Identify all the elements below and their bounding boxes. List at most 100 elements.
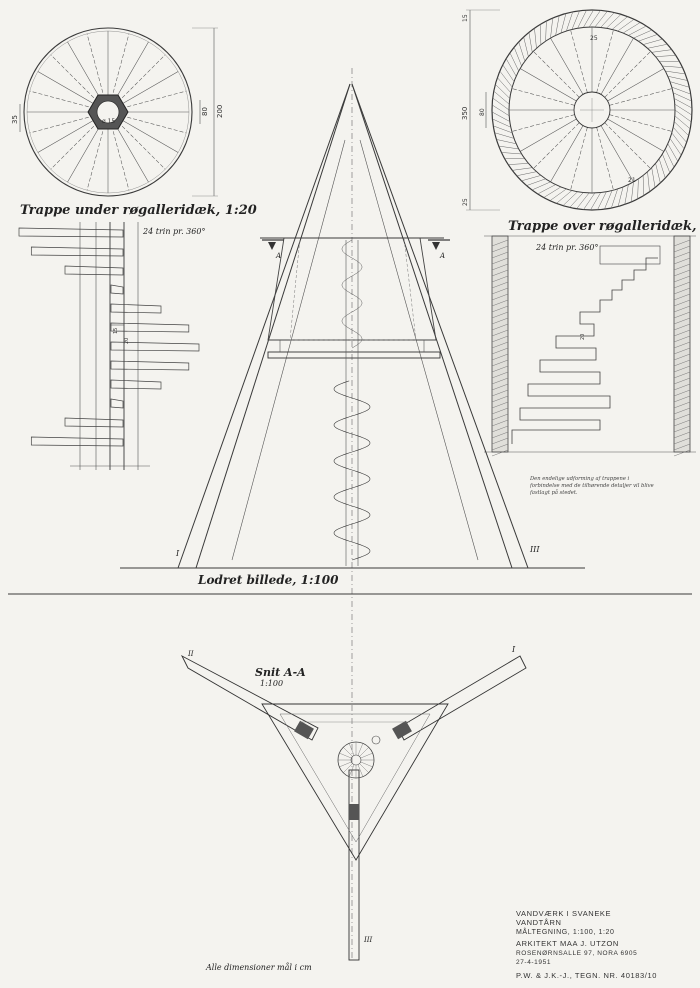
stair-flight-over <box>511 257 658 444</box>
dim-200: 200 <box>216 105 224 118</box>
tread-line <box>360 761 373 768</box>
tread-line <box>119 71 179 106</box>
tread-line <box>360 752 373 759</box>
stair-elevation-under: 24 trin pr. 360° 15 20 <box>18 222 205 470</box>
section-leg-top-right: I <box>511 645 516 654</box>
tread-line <box>343 747 353 757</box>
tread-line <box>596 29 614 93</box>
title-line-3: MÅLTEGNING, 1:100, 1:20 <box>516 927 614 936</box>
plan-under-gallery: ø 15 200 80 35 Trappe under røgalleridæk… <box>11 27 257 218</box>
rise-note-under: 24 trin pr. 360° <box>142 227 205 236</box>
spiral-treads-under <box>18 227 200 447</box>
tread-line <box>600 125 634 183</box>
main-elevation: A A I III Lodret billede, 1:100 <box>8 68 692 960</box>
tread-line <box>609 114 673 132</box>
elev-under-dim-a: 15 <box>113 328 119 334</box>
tread-line <box>339 761 352 768</box>
tread-line <box>533 51 580 98</box>
tread-line <box>114 123 149 183</box>
tread <box>110 284 124 295</box>
dim-outer: 25 <box>590 35 598 42</box>
plan-over-gallery: 15 350 25 80 25 21 Trappe over røgalleri… <box>461 9 700 234</box>
stair-profile <box>511 257 658 444</box>
tread-line <box>596 127 614 191</box>
title-line-5: ROSENØRNSALLE 97, NORA 6905 <box>516 950 637 957</box>
tread-line <box>511 88 575 106</box>
plan-under-treads <box>27 31 189 193</box>
plan-over-treads <box>509 27 675 193</box>
tread-line <box>111 33 130 99</box>
spiral-stair-elevation <box>333 380 371 561</box>
tread-line <box>67 41 102 101</box>
tread <box>18 227 124 238</box>
rise-note-over: 24 trin pr. 360° <box>535 243 598 252</box>
dim-80: 80 <box>201 107 209 116</box>
tread <box>110 379 162 390</box>
title-block: VANDVÆRK I SVANEKE VANDTÅRN MÅLTEGNING, … <box>516 909 657 980</box>
plan-over-title: Trappe over røgalleridæk, 1:20 <box>508 219 700 234</box>
elev-over-dim: 20 <box>580 334 586 340</box>
tread-line <box>609 88 673 106</box>
tread <box>110 360 190 371</box>
section-mark-right: A <box>439 252 445 260</box>
tread <box>110 303 162 314</box>
hub-dimension: ø 15 <box>102 118 115 125</box>
tread-line <box>37 118 97 153</box>
tread-line <box>121 115 187 134</box>
dim-35: 35 <box>11 115 19 124</box>
tread-line <box>519 68 577 102</box>
dim-side: 21 <box>628 177 636 184</box>
leg-label-left: I <box>175 549 180 558</box>
tread-line <box>114 41 149 101</box>
tread-line <box>86 33 105 99</box>
dim-bottom: 25 <box>462 198 469 206</box>
spiral-stair-upper <box>341 239 363 349</box>
tread-line <box>607 118 665 152</box>
tread-line <box>29 115 95 134</box>
tread-line <box>604 122 651 169</box>
tread-line <box>339 752 352 759</box>
section-leg-top-left: II <box>187 650 194 658</box>
tread-line <box>348 743 355 756</box>
dim-total: 350 <box>461 107 469 120</box>
tread <box>30 246 124 257</box>
tread-line <box>511 114 575 132</box>
tread-line <box>348 764 355 777</box>
tread-line <box>50 54 99 103</box>
section-stair-treads <box>338 742 374 778</box>
tread-line <box>570 29 588 93</box>
tread <box>64 417 124 428</box>
plan-under-title: Trappe under røgalleridæk, 1:20 <box>20 203 257 218</box>
title-line-7: P.W. & J.K.-J., TEGN. NR. 40183/10 <box>516 971 657 980</box>
section-scale: 1:100 <box>260 679 283 688</box>
tread-line <box>37 71 97 106</box>
tread-line <box>67 123 102 183</box>
tread-line <box>533 122 580 169</box>
tread-line <box>111 125 130 191</box>
wall-section-hatching <box>491 239 691 457</box>
tread-line <box>550 37 584 95</box>
tread-line <box>86 125 105 191</box>
title-line-1: VANDVÆRK I SVANEKE <box>516 909 611 918</box>
section-title: Snit A-A <box>255 666 306 679</box>
tread-line <box>117 121 166 170</box>
tread <box>110 398 124 409</box>
dim-inner: 80 <box>479 108 486 116</box>
tread-line <box>359 747 369 757</box>
main-elevation-title: Lodret billede, 1:100 <box>197 573 339 587</box>
tread-line <box>343 763 353 773</box>
elev-over-note: Den endelige udforming af trappene i for… <box>530 476 654 496</box>
units-note: Alle dimensioner mål i cm <box>205 963 312 972</box>
elev-under-dim-b: 20 <box>124 338 130 344</box>
tread-line <box>359 763 369 773</box>
tread-line <box>607 68 665 102</box>
tread-line <box>29 90 95 109</box>
stair-elevation-over: 24 trin pr. 360° 20 Den endelige udformi… <box>484 235 696 496</box>
leg-label-right: III <box>529 545 540 554</box>
tread-line <box>357 764 364 777</box>
tread-line <box>117 54 166 103</box>
tread <box>110 322 190 333</box>
tread-line <box>119 118 179 153</box>
title-line-6: 27-4-1951 <box>516 959 551 966</box>
